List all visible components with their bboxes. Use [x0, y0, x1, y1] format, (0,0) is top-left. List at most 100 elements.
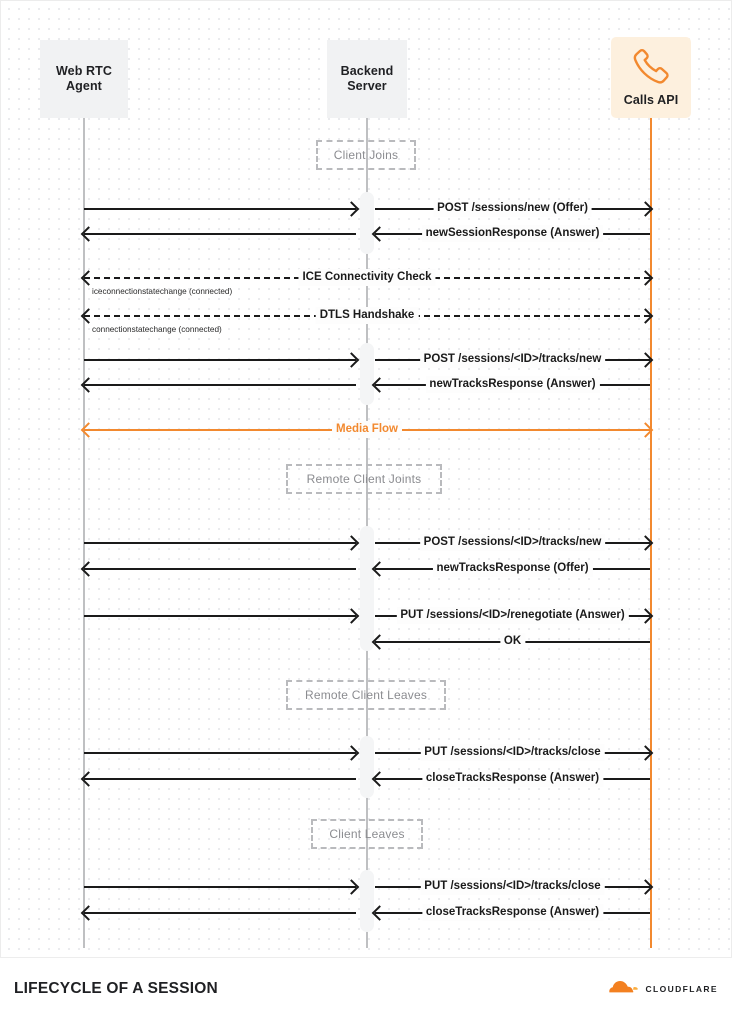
note-remote-client-leaves: Remote Client Leaves — [286, 680, 446, 710]
message-close-tracks-response-answer-2: closeTracksResponse (Answer) — [371, 904, 650, 922]
message-label: OK — [499, 633, 526, 650]
message-label: PUT /sessions/<ID>/tracks/close — [420, 878, 605, 895]
message-line — [84, 359, 356, 361]
message-put-sessions-id-renegotiate-answer: PUT /sessions/<ID>/renegotiate (Answer) — [375, 607, 654, 625]
message-label: PUT /sessions/<ID>/renegotiate (Answer) — [396, 607, 629, 624]
note-remote-client-joins: Remote Client Joints — [286, 464, 442, 494]
message-post-sessions-id-tracks-new-1: POST /sessions/<ID>/tracks/new — [375, 351, 654, 369]
message-label: closeTracksResponse (Answer) — [421, 770, 604, 787]
message-webrtc-to-backend-tracks-close-2 — [84, 878, 360, 896]
activation-bar-client-leaves — [360, 870, 374, 932]
arrowhead-left — [80, 905, 97, 921]
message-label: POST /sessions/<ID>/tracks/new — [419, 534, 606, 551]
actor-web-rtc-agent-label: Web RTC Agent — [55, 64, 113, 93]
arrowhead-left — [80, 561, 97, 577]
page-title: LIFECYCLE OF A SESSION — [14, 979, 218, 997]
actor-backend-server-label: Backend Server — [340, 64, 394, 93]
message-line — [84, 384, 356, 386]
message-label: newTracksResponse (Answer) — [425, 376, 600, 393]
message-backend-to-webrtc-close-answer-1 — [80, 770, 356, 788]
activation-bar-remote-client-leaves — [360, 736, 374, 798]
note-client-leaves: Client Leaves — [311, 819, 423, 849]
arrowhead-right — [343, 879, 360, 895]
message-label: newTracksResponse (Offer) — [432, 560, 593, 577]
message-ice-connectivity-check: ICE Connectivity Check iceconnectionstat… — [80, 269, 654, 296]
message-line — [84, 778, 356, 780]
message-webrtc-to-backend-renegotiate — [84, 607, 360, 625]
message-line — [84, 752, 356, 754]
message-line — [84, 233, 356, 235]
message-put-sessions-id-tracks-close-1: PUT /sessions/<ID>/tracks/close — [375, 744, 654, 762]
note-client-joins: Client Joins — [316, 140, 416, 170]
message-dtls-handshake: DTLS Handshake connectionstatechange (co… — [80, 307, 654, 334]
phone-icon — [631, 47, 671, 89]
message-sublabel-iceconnectionstatechange: iceconnectionstatechange (connected) — [92, 287, 233, 296]
message-new-tracks-response-offer: newTracksResponse (Offer) — [371, 560, 650, 578]
arrowhead-right — [343, 608, 360, 624]
arrowhead-left — [80, 308, 97, 324]
arrowhead-right — [343, 745, 360, 761]
message-new-tracks-response-answer-1: newTracksResponse (Answer) — [371, 376, 650, 394]
message-new-session-response-answer: newSessionResponse (Answer) — [371, 225, 650, 243]
cloudflare-cloud-icon — [609, 979, 639, 998]
arrowhead-left — [371, 771, 388, 787]
note-client-leaves-label: Client Leaves — [329, 827, 405, 841]
message-label: Media Flow — [332, 421, 402, 438]
footer-bar: LIFECYCLE OF A SESSION CLOUDFLARE — [0, 957, 732, 1019]
arrowhead-left — [80, 771, 97, 787]
actor-calls-api[interactable]: Calls API — [611, 37, 691, 118]
message-webrtc-to-backend-tracks-close-1 — [84, 744, 360, 762]
cloudflare-brand: CLOUDFLARE — [609, 979, 718, 998]
message-backend-to-webrtc-close-answer-2 — [80, 904, 356, 922]
message-line — [84, 542, 356, 544]
note-remote-client-leaves-label: Remote Client Leaves — [304, 688, 428, 702]
message-webrtc-to-backend-tracks-new — [84, 351, 360, 369]
activation-bar-client-joins — [360, 192, 374, 254]
message-backend-to-webrtc-session-answer — [80, 225, 356, 243]
message-line — [84, 208, 356, 210]
message-ok: OK — [371, 633, 650, 651]
arrowhead-left — [371, 561, 388, 577]
message-post-sessions-new-offer: POST /sessions/new (Offer) — [375, 200, 654, 218]
note-remote-client-joins-label: Remote Client Joints — [306, 472, 422, 486]
actor-web-rtc-agent[interactable]: Web RTC Agent — [40, 40, 128, 118]
message-backend-to-webrtc-tracks-answer-1 — [80, 376, 356, 394]
message-label: DTLS Handshake — [315, 307, 419, 324]
arrowhead-left — [80, 226, 97, 242]
arrowhead-left — [80, 377, 97, 393]
message-label: PUT /sessions/<ID>/tracks/close — [420, 744, 605, 761]
note-client-joins-label: Client Joins — [333, 148, 399, 162]
actor-backend-server[interactable]: Backend Server — [327, 40, 407, 118]
message-put-sessions-id-tracks-close-2: PUT /sessions/<ID>/tracks/close — [375, 878, 654, 896]
activation-bar-tracks-new — [360, 343, 374, 405]
arrowhead-right — [343, 201, 360, 217]
activation-bar-remote-client-joins — [360, 526, 374, 651]
arrowhead-left — [371, 905, 388, 921]
message-line — [84, 615, 356, 617]
message-close-tracks-response-answer-1: closeTracksResponse (Answer) — [371, 770, 650, 788]
message-sublabel-connectionstatechange: connectionstatechange (connected) — [92, 325, 222, 334]
actor-calls-api-label: Calls API — [623, 93, 679, 107]
arrowhead-left — [80, 422, 97, 438]
message-webrtc-to-backend-tracks-new-2 — [84, 534, 360, 552]
message-line — [84, 568, 356, 570]
message-label: POST /sessions/new (Offer) — [433, 200, 592, 217]
message-label: POST /sessions/<ID>/tracks/new — [419, 351, 606, 368]
arrowhead-right — [343, 535, 360, 551]
cloudflare-wordmark: CLOUDFLARE — [645, 983, 718, 994]
message-label: ICE Connectivity Check — [298, 269, 436, 286]
arrowhead-left — [371, 226, 388, 242]
arrowhead-left — [371, 377, 388, 393]
message-media-flow: Media Flow — [80, 421, 654, 439]
message-backend-to-webrtc-tracks-offer — [80, 560, 356, 578]
message-label: closeTracksResponse (Answer) — [421, 904, 604, 921]
message-label: newSessionResponse (Answer) — [421, 225, 604, 242]
arrowhead-left — [371, 634, 388, 650]
lifeline-webrtc-agent — [83, 118, 85, 948]
arrowhead-right — [343, 352, 360, 368]
message-post-sessions-id-tracks-new-2: POST /sessions/<ID>/tracks/new — [375, 534, 654, 552]
lifeline-calls-api — [650, 118, 652, 948]
arrowhead-left — [80, 270, 97, 286]
message-webrtc-to-backend-session-new — [84, 200, 360, 218]
